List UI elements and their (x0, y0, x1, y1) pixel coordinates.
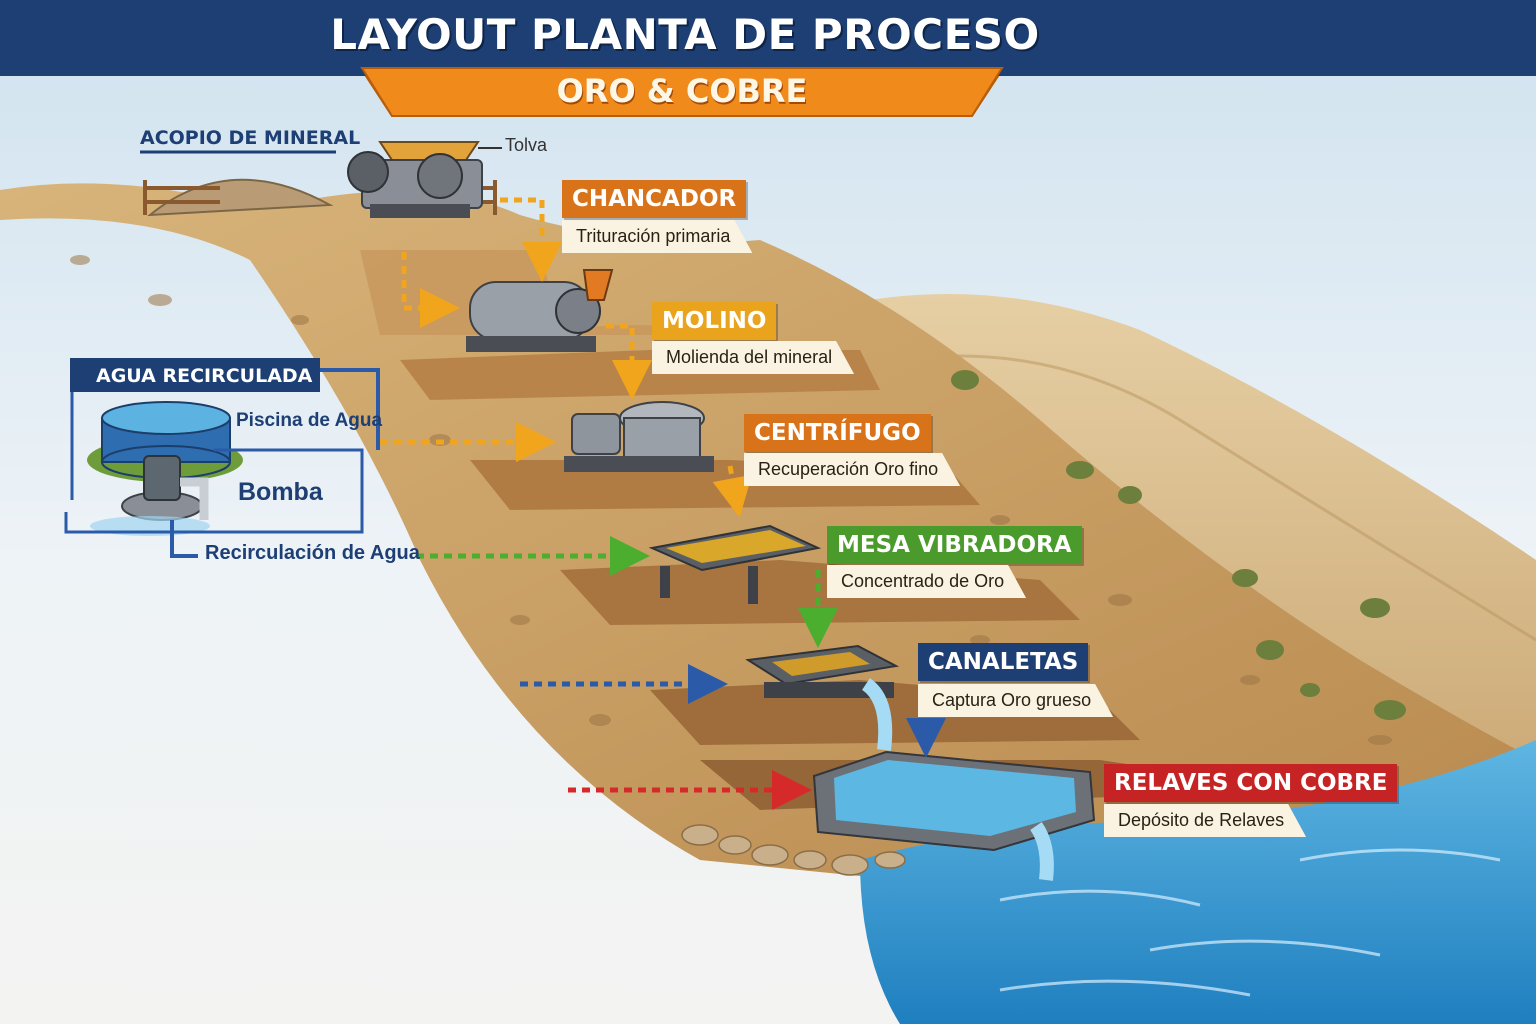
piscina-label: Piscina de Agua (236, 410, 383, 431)
stage-title-relaves: RELAVES CON COBRE (1104, 764, 1398, 802)
centrifuge-icon (564, 401, 714, 472)
agua-recirculada-label: AGUA RECIRCULADA (96, 365, 313, 387)
acopio-label: ACOPIO DE MINERAL (140, 127, 361, 149)
agua-recirculada-box (70, 358, 320, 392)
stage-desc-chancador: Trituración primaria (562, 220, 752, 253)
tolva-label: Tolva (505, 135, 548, 155)
page-title: LAYOUT PLANTA DE PROCESO (330, 10, 1040, 59)
tailings-pond-icon (812, 750, 1096, 881)
stage-desc-canaletas: Captura Oro grueso (918, 684, 1113, 717)
header-bar (0, 0, 1536, 76)
jaw-crusher-icon (347, 141, 483, 218)
stage-desc-relaves: Depósito de Relaves (1104, 804, 1306, 837)
stage-desc-molino: Molienda del mineral (652, 341, 854, 374)
recirculacion-label: Recirculación de Agua (205, 542, 420, 564)
stage-desc-mesa-vibradora: Concentrado de Oro (827, 565, 1026, 598)
page-subtitle: ORO & COBRE (556, 72, 808, 110)
bomba-label: Bomba (238, 478, 323, 506)
stage-title-molino: MOLINO (652, 302, 777, 340)
stage-title-mesa-vibradora: MESA VIBRADORA (827, 526, 1082, 564)
stage-title-canaletas: CANALETAS (918, 643, 1089, 681)
water-tank-icon (87, 401, 243, 482)
sluice-icon (745, 644, 900, 751)
stage-title-chancador: CHANCADOR (562, 180, 747, 218)
subtitle-ribbon (360, 67, 1004, 117)
stage-desc-centrifugo: Recuperación Oro fino (744, 453, 960, 486)
stage-title-centrifugo: CENTRÍFUGO (744, 414, 931, 452)
ball-mill-icon (466, 269, 614, 352)
shaking-table-icon (648, 524, 822, 604)
